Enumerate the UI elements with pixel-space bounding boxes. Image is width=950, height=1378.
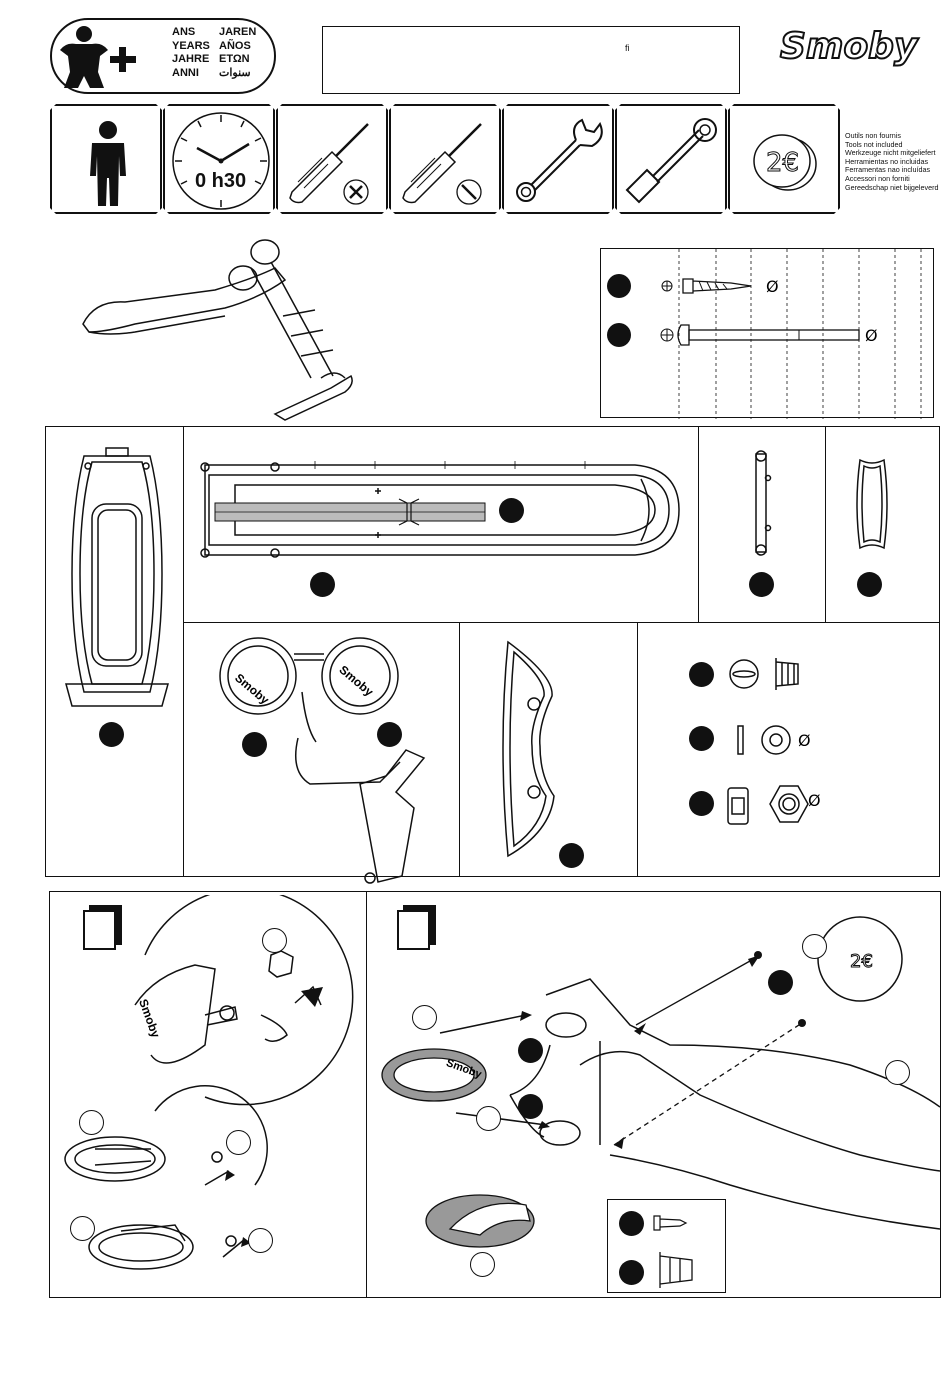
age-word-fr: ANS xyxy=(172,26,210,40)
part-washer: Ø xyxy=(730,724,820,756)
age-word-nl: JAREN xyxy=(219,26,279,40)
brand-logo: Smoby xyxy=(780,26,917,67)
diameter-symbol-1: Ø xyxy=(766,277,779,296)
part-marker xyxy=(749,572,774,597)
part-ladder-frame xyxy=(62,444,172,714)
divider xyxy=(183,426,184,877)
coin-label: 2€ xyxy=(766,148,799,178)
part-marker xyxy=(99,722,124,747)
assembly-time: 0 h30 xyxy=(195,170,246,193)
callout-ring xyxy=(70,1216,95,1241)
step-marker xyxy=(518,1038,543,1063)
part-plug-fastener xyxy=(726,654,806,694)
tool-phillips-screwdriver xyxy=(276,104,388,214)
age-word-ar: سنوات xyxy=(219,67,279,81)
tool-flat-screwdriver xyxy=(389,104,501,214)
divider xyxy=(459,622,460,877)
open-end-wrench-icon xyxy=(504,106,616,216)
part-marker xyxy=(689,791,714,816)
seat-logo-right: Smoby xyxy=(336,663,376,700)
coin-icon: 2€ xyxy=(730,106,842,216)
hardware-chart-drawing: Ø Ø xyxy=(601,249,935,419)
legend-screw-icon xyxy=(650,1212,690,1234)
part-marker xyxy=(689,726,714,751)
callout-ring xyxy=(412,1005,437,1030)
seat-logo-left: Smoby xyxy=(232,671,272,708)
part-marker xyxy=(559,843,584,868)
coin-label-step2: 2€ xyxy=(850,951,873,972)
callout-ring xyxy=(79,1110,104,1135)
part-marker xyxy=(377,722,402,747)
age-words: ANS YEARS JAHRE ANNI JAREN AÑOS ΕΤΩΝ سنو… xyxy=(172,26,210,80)
callout-ring xyxy=(248,1228,273,1253)
tools-note: Outils non fournis Tools not included We… xyxy=(845,132,939,192)
legend-marker-screw xyxy=(619,1211,644,1236)
clock-icon xyxy=(165,106,277,216)
part-nut: Ø xyxy=(722,782,832,830)
age-word-de: JAHRE xyxy=(172,53,210,67)
title-glyph: ﬁ xyxy=(625,43,630,53)
tool-coin: 2€ xyxy=(728,104,840,214)
seat-logo-step1: Smoby xyxy=(136,997,163,1040)
part-marker xyxy=(857,572,882,597)
age-word-es: AÑOS xyxy=(219,40,279,54)
tool-open-wrench xyxy=(502,104,614,214)
age-word-en: YEARS xyxy=(172,40,210,54)
hardware-chart: Ø Ø xyxy=(600,248,934,418)
callout-ring xyxy=(226,1130,251,1155)
callout-ring xyxy=(885,1060,910,1085)
part-seat-rings: Smoby Smoby xyxy=(210,632,450,884)
callout-ring xyxy=(476,1106,501,1131)
callout-ring xyxy=(262,928,287,953)
tool-adult xyxy=(50,104,162,214)
callout-ring xyxy=(802,934,827,959)
part-marker xyxy=(310,572,335,597)
part-slide-chute xyxy=(195,455,687,565)
step-marker xyxy=(768,970,793,995)
divider xyxy=(183,622,940,623)
divider xyxy=(698,426,699,622)
divider xyxy=(366,891,367,1298)
part-side-rail xyxy=(742,448,782,558)
step-marker xyxy=(518,1094,543,1119)
divider xyxy=(825,426,826,622)
part-side-handle xyxy=(494,636,574,861)
adult-person-icon xyxy=(52,106,164,216)
step-1-illustration: Smoby xyxy=(55,895,360,1295)
slide-overview-illustration xyxy=(75,228,365,424)
tools-note-nl: Gereedschap niet bijgeleverd xyxy=(845,184,939,193)
part-marker xyxy=(689,662,714,687)
diameter-symbol-4: Ø xyxy=(808,791,821,810)
diameter-symbol-2: Ø xyxy=(865,326,878,345)
diameter-symbol-3: Ø xyxy=(798,731,811,750)
part-step-ring xyxy=(854,454,890,554)
age-word-gr: ΕΤΩΝ xyxy=(219,53,279,67)
legend-marker-plug xyxy=(619,1260,644,1285)
divider xyxy=(637,622,638,877)
part-marker xyxy=(242,732,267,757)
socket-wrench-icon xyxy=(617,106,729,216)
callout-ring xyxy=(470,1252,495,1277)
title-box: ﬁ xyxy=(322,26,740,94)
tool-time: 0 h30 xyxy=(163,104,275,214)
age-word-it: ANNI xyxy=(172,67,210,81)
phillips-screwdriver-icon xyxy=(278,106,390,216)
part-marker xyxy=(499,498,524,523)
legend-plug-icon xyxy=(654,1250,698,1290)
flat-screwdriver-icon xyxy=(391,106,503,216)
tool-socket-wrench xyxy=(615,104,727,214)
child-plus-icon xyxy=(52,20,182,92)
